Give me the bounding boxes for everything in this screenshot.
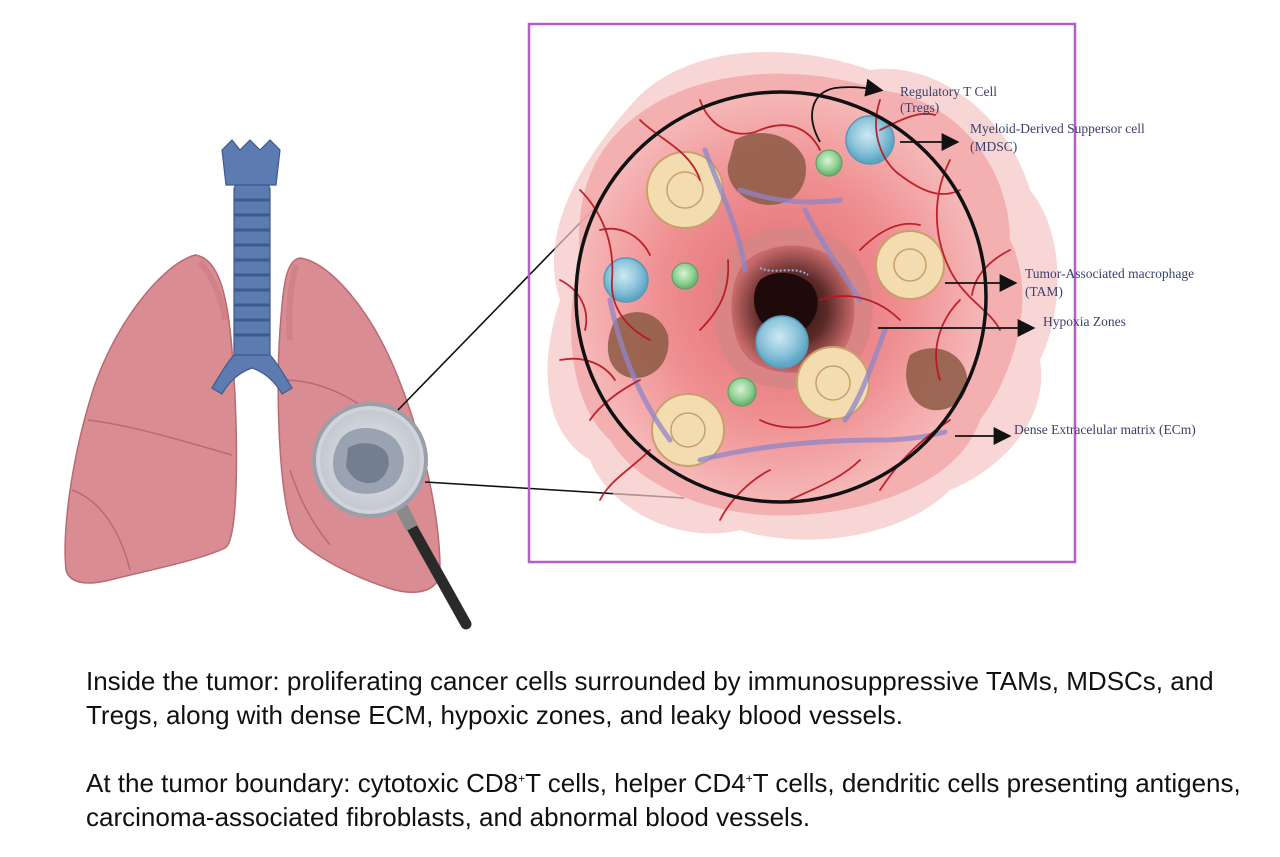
magnifying-glass-icon <box>312 402 472 630</box>
label-hypoxia: Hypoxia Zones <box>1043 314 1126 329</box>
treg-cell <box>815 149 843 177</box>
label-tregs-line1: Regulatory T Cell <box>900 84 997 99</box>
treg-cell <box>727 377 757 407</box>
tam-cell <box>651 393 725 467</box>
caption-boundary-sup-b: + <box>745 771 753 786</box>
zoom-frame <box>527 22 1077 564</box>
label-tam-line2: (TAM) <box>1025 284 1063 299</box>
label-tregs-line2: (Tregs) <box>900 100 939 115</box>
caption-inside-tumor: Inside the tumor: proliferating cancer c… <box>86 666 1214 730</box>
left-lung <box>64 254 238 584</box>
tam-cell <box>875 230 945 300</box>
caption-boundary-sup-a: + <box>518 771 526 786</box>
trachea <box>211 139 293 395</box>
tumor-boundary <box>574 90 988 504</box>
label-tam-line1: Tumor-Associated macrophage <box>1025 266 1194 281</box>
label-mdsc-line1: Myeloid-Derived Suppersor cell <box>970 121 1145 136</box>
tumor-cross-section <box>547 52 1058 540</box>
tumor-microenvironment-figure: Regulatory T Cell (Tregs) Myeloid-Derive… <box>64 22 1196 630</box>
treg-cell <box>671 262 699 290</box>
tam-cell <box>796 346 870 420</box>
callout-arrows <box>811 78 1036 445</box>
immune-cell <box>603 257 649 303</box>
caption-boundary-part-a: At the tumor boundary: cytotoxic CD8 <box>86 768 519 798</box>
caption-tumor-boundary: At the tumor boundary: cytotoxic CD8+T c… <box>86 766 1246 834</box>
lungs-illustration <box>64 139 441 593</box>
label-mdsc-line2: (MDSC) <box>970 139 1017 154</box>
immune-cell <box>755 315 809 369</box>
ecm-fibres <box>607 147 948 463</box>
caption-boundary-part-c: T cells, dendritic cells presenting anti… <box>86 768 1241 832</box>
caption-boundary-part-b: T cells, helper CD4 <box>525 768 746 798</box>
label-ecm: Dense Extracelular matrix (ECm) <box>1014 422 1196 437</box>
